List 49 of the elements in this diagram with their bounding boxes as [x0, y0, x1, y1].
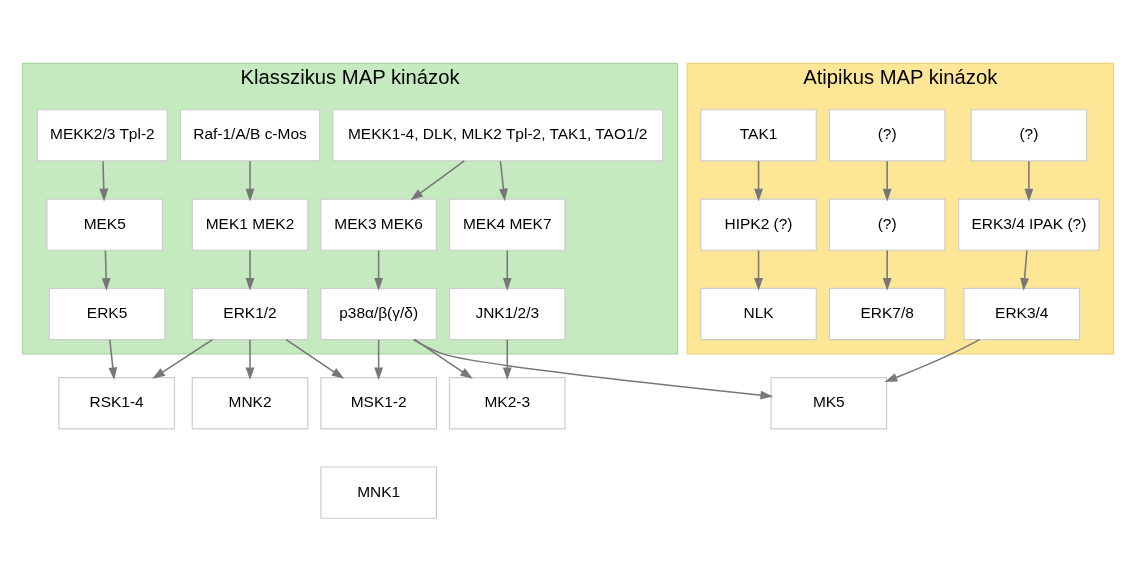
arrow — [108, 338, 118, 380]
arrow — [882, 249, 892, 291]
node-box: MEKK2/3 Tpl-2 — [36, 108, 168, 162]
arrow — [101, 249, 111, 291]
node-box: MSK1-2 — [320, 376, 437, 429]
arrow — [245, 338, 255, 380]
node-box: (?) — [828, 108, 946, 162]
node-box: JNK1/2/3 — [448, 287, 566, 340]
node-box: ERK3/4 IPAK (?) — [958, 197, 1100, 251]
arrow — [882, 159, 892, 201]
node-box: (?) — [970, 108, 1088, 162]
arrow — [245, 159, 255, 201]
arrow — [285, 338, 345, 379]
arrow — [245, 249, 255, 291]
node-box: MEK3 MEK6 — [320, 197, 437, 251]
arrow — [1024, 159, 1034, 201]
node-box: MK2-3 — [448, 376, 566, 429]
node-box: MEK1 MEK2 — [191, 197, 309, 251]
arrow — [499, 159, 508, 201]
node-box: MNK2 — [191, 376, 309, 429]
arrow — [502, 249, 512, 291]
arrow — [414, 338, 473, 379]
node-box: RSK1-4 — [58, 376, 175, 429]
node-box: MEK5 — [46, 197, 164, 251]
arrow — [152, 338, 214, 379]
node-box: ERK5 — [48, 287, 166, 340]
node-box: MNK1 — [320, 465, 437, 519]
arrow — [502, 338, 512, 380]
node-box: p38α/β(γ/δ) — [320, 287, 437, 340]
arrow — [374, 249, 384, 291]
arrow — [410, 159, 465, 200]
node-box: MEK4 MEK7 — [448, 197, 566, 251]
arrow — [374, 338, 384, 380]
node-box: ERK3/4 — [963, 287, 1081, 340]
arrow — [412, 338, 774, 400]
node-box: Raf-1/A/B c-Mos — [179, 108, 321, 162]
node-box: ERK7/8 — [828, 287, 946, 340]
node-box: (?) — [828, 197, 946, 251]
node-box: MEKK1-4, DLK, MLK2 Tpl-2, TAK1, TAO1/2 — [332, 108, 664, 162]
node-box: TAK1 — [700, 108, 817, 162]
arrow — [99, 159, 109, 201]
node-box: NLK — [700, 287, 817, 340]
arrow — [754, 249, 763, 291]
node-box: MK5 — [770, 376, 888, 429]
arrow — [1020, 249, 1029, 291]
arrow — [884, 338, 981, 382]
node-box: HIPK2 (?) — [700, 197, 817, 251]
node-box: ERK1/2 — [191, 287, 309, 340]
arrow — [754, 159, 763, 201]
